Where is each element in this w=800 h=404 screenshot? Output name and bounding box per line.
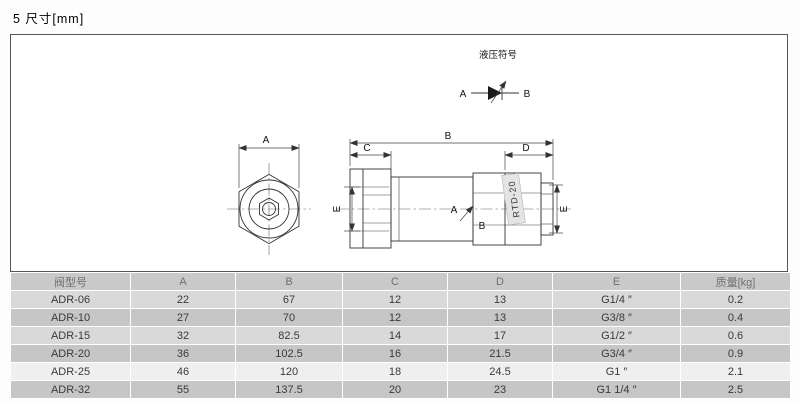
side-view: RTD-20 A B B C	[332, 131, 571, 249]
cell-mass: 0.9	[680, 344, 791, 363]
cell-dim-d: 24.5	[447, 362, 553, 381]
cell-dim-a: 36	[130, 344, 236, 363]
cell-dim-a: 32	[130, 326, 236, 345]
table-row: ADR-10 27 70 12 13 G3/8 ″ 0.4	[10, 308, 791, 327]
cell-model: ADR-10	[10, 308, 131, 327]
dim-d-label: D	[522, 143, 529, 154]
cell-dim-d: 13	[447, 308, 553, 327]
cell-model: ADR-06	[10, 290, 131, 309]
cell-dim-a: 22	[130, 290, 236, 309]
center-lines	[227, 163, 311, 255]
front-view: A	[227, 135, 311, 255]
header-mass: 质量[kg]	[680, 272, 791, 291]
dimension-d: D	[504, 143, 554, 170]
hexagon-outline	[238, 173, 300, 245]
middle-circle	[248, 188, 290, 230]
table-row: ADR-20 36 102.5 16 21.5 G3/4 ″ 0.9	[10, 344, 791, 363]
dimension-a: A	[238, 135, 300, 188]
cell-dim-d: 23	[447, 380, 553, 399]
cell-dim-b: 82.5	[235, 326, 343, 345]
cell-dim-b: 137.5	[235, 380, 343, 399]
cell-dim-a: 55	[130, 380, 236, 399]
dim-a-label: A	[263, 135, 270, 146]
outer-circle	[239, 179, 299, 239]
cell-model: ADR-20	[10, 344, 131, 363]
header-thread-e: E	[552, 272, 681, 291]
check-valve-triangle-icon	[488, 86, 502, 100]
table-header-row: 阀型号 A B C D E 质量[kg]	[10, 272, 791, 291]
table-row: ADR-25 46 120 18 24.5 G1 ″ 2.1	[10, 362, 791, 381]
dimension-e-left: E	[332, 186, 360, 232]
symbol-flow-arrow	[490, 80, 507, 104]
cell-dim-d: 13	[447, 290, 553, 309]
dimension-c: C	[349, 143, 392, 174]
cell-dim-c: 12	[342, 290, 448, 309]
dim-e-left-label: E	[332, 205, 343, 212]
cell-dim-b: 120	[235, 362, 343, 381]
port-a-label: A	[451, 205, 458, 216]
inner-hex-socket	[259, 197, 279, 221]
cell-mass: 2.1	[680, 362, 791, 381]
cell-dim-d: 17	[447, 326, 553, 345]
cell-dim-a: 46	[130, 362, 236, 381]
dim-c-label: C	[363, 143, 370, 154]
dim-e-right-label: E	[559, 205, 570, 212]
table-row: ADR-06 22 67 12 13 G1/4 ″ 0.2	[10, 290, 791, 309]
cell-thread-e: G1 ″	[552, 362, 681, 381]
header-dim-c: C	[342, 272, 448, 291]
table-row: ADR-32 55 137.5 20 23 G1 1/4 ″ 2.5	[10, 380, 791, 399]
cell-dim-c: 16	[342, 344, 448, 363]
port-b-label: B	[479, 221, 486, 232]
cell-thread-e: G3/4 ″	[552, 344, 681, 363]
header-dim-b: B	[235, 272, 343, 291]
cell-thread-e: G1/4 ″	[552, 290, 681, 309]
hydraulic-symbol-title: 液压符号	[479, 49, 517, 61]
header-dim-a: A	[130, 272, 236, 291]
dim-b-label: B	[445, 131, 452, 142]
valve-body-outline	[349, 168, 554, 249]
dimension-e-right: E	[549, 184, 570, 234]
cell-dim-b: 67	[235, 290, 343, 309]
symbol-port-a-label: A	[460, 89, 467, 100]
flow-direction-arrow	[459, 205, 474, 222]
section-title: 5 尺寸[mm]	[13, 12, 85, 26]
technical-drawing: A	[227, 49, 571, 255]
cell-mass: 0.4	[680, 308, 791, 327]
cell-mass: 0.6	[680, 326, 791, 345]
bore-circle	[262, 202, 276, 216]
table-row: ADR-15 32 82.5 14 17 G1/2 ″ 0.6	[10, 326, 791, 345]
cell-model: ADR-32	[10, 380, 131, 399]
cell-mass: 0.2	[680, 290, 791, 309]
cell-dim-c: 18	[342, 362, 448, 381]
header-dim-d: D	[447, 272, 553, 291]
cell-thread-e: G1 1/4 ″	[552, 380, 681, 399]
cell-dim-a: 27	[130, 308, 236, 327]
cell-dim-b: 102.5	[235, 344, 343, 363]
cell-dim-b: 70	[235, 308, 343, 327]
model-label-sticker: RTD-20	[501, 172, 526, 226]
symbol-port-b-label: B	[524, 89, 531, 100]
cell-dim-d: 21.5	[447, 344, 553, 363]
cell-mass: 2.5	[680, 380, 791, 399]
cell-thread-e: G3/8 ″	[552, 308, 681, 327]
cell-dim-c: 12	[342, 308, 448, 327]
header-model: 阀型号	[10, 272, 131, 291]
cell-dim-c: 20	[342, 380, 448, 399]
cell-model: ADR-15	[10, 326, 131, 345]
cell-thread-e: G1/2 ″	[552, 326, 681, 345]
dimension-drawing-panel: A	[10, 34, 788, 272]
cell-model: ADR-25	[10, 362, 131, 381]
dimensions-table: 阀型号 A B C D E 质量[kg] ADR-06 22 67 12 13 …	[10, 272, 791, 399]
cell-dim-c: 14	[342, 326, 448, 345]
hydraulic-symbol: 液压符号 A B	[460, 49, 531, 104]
